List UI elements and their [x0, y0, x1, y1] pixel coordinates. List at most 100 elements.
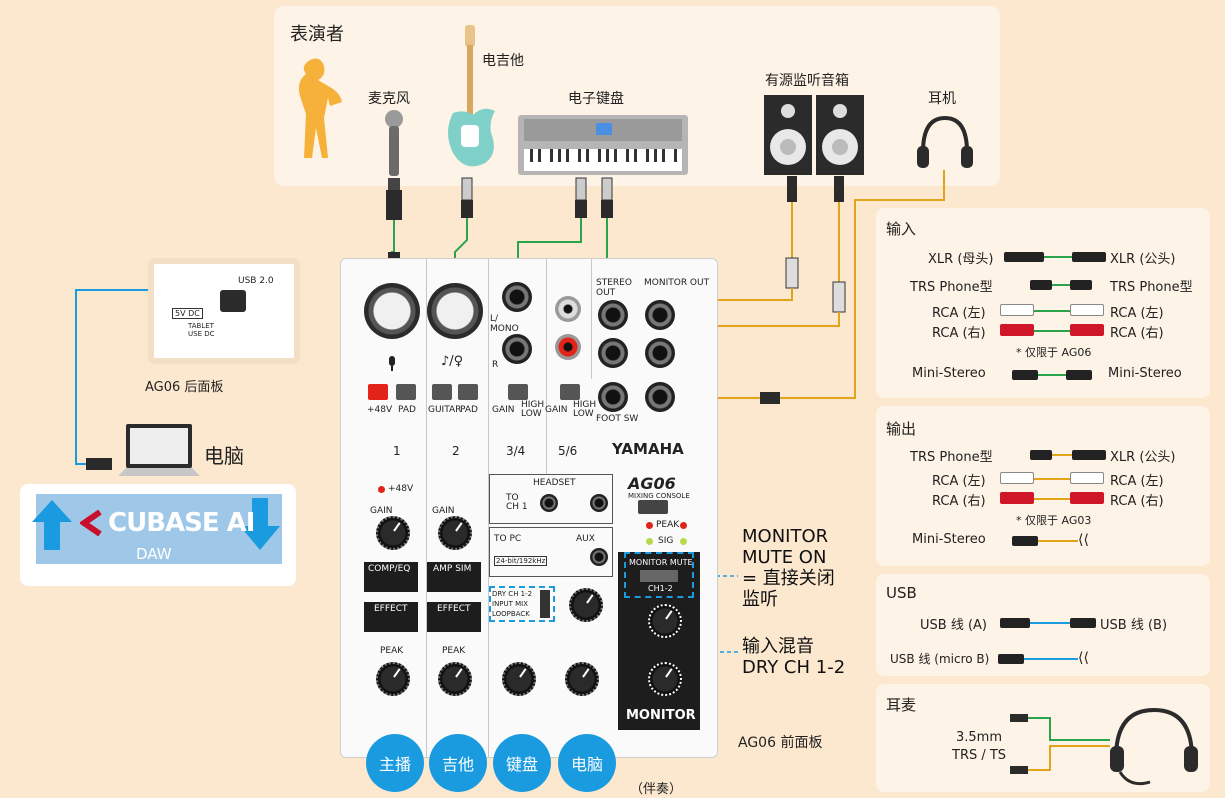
monitor-out-label: MONITOR OUT — [644, 278, 710, 288]
performers-title: 表演者 — [290, 24, 344, 45]
ch1-level-knob[interactable] — [376, 662, 410, 696]
yamaha-brand: YAMAHA — [612, 440, 684, 458]
monitor-mute-button[interactable] — [640, 570, 678, 582]
stereo-out-r-jack[interactable] — [598, 338, 628, 368]
led-48v-label: +48V — [388, 484, 414, 494]
high-label-56: HIGH — [573, 400, 597, 410]
ch-number-1: 1 — [393, 444, 401, 458]
usb-b-label: USB 线 (B) — [1100, 618, 1168, 633]
input-rca-r-cable — [1034, 330, 1070, 332]
legend-output-title: 输出 — [886, 420, 917, 438]
to-pc-box — [489, 527, 613, 577]
aux-jack[interactable] — [590, 548, 608, 566]
headset-box — [489, 474, 613, 524]
monitor-upper-knob[interactable] — [648, 604, 682, 638]
output-mini-plug — [1012, 536, 1038, 546]
xlr-male-plug — [1072, 252, 1106, 262]
guitar-button[interactable] — [432, 384, 452, 400]
led-48v — [378, 486, 385, 493]
monitor-level-knob[interactable] — [648, 662, 682, 696]
comp-eq-button[interactable] — [364, 562, 418, 592]
mini-plug-2 — [1066, 370, 1092, 380]
ch6-rca-right[interactable] — [555, 334, 581, 360]
rca-red-plug-2 — [1070, 324, 1104, 336]
input-trs-cable — [1052, 284, 1070, 286]
to-ch1-label: TO CH 1 — [506, 493, 528, 512]
model-name: AG06 — [628, 474, 676, 493]
phantom-48v-button[interactable] — [368, 384, 388, 400]
lmono-label: L/ MONO — [490, 314, 519, 334]
sig-label: SIG — [658, 536, 674, 546]
phones-jack[interactable] — [645, 382, 675, 412]
loopback-slider[interactable] — [540, 590, 550, 618]
amp-sim-button[interactable] — [427, 562, 481, 592]
peak-led-r — [680, 522, 687, 529]
input-note: * 仅限于 AG06 — [1016, 346, 1092, 359]
ch4-r-jack[interactable] — [502, 334, 532, 364]
microphone-icon — [385, 110, 403, 176]
arrow-down-icon — [240, 498, 280, 550]
output-xlr-plug — [1072, 450, 1106, 460]
ch34-gain-button[interactable] — [508, 384, 528, 400]
input-trs-right: TRS Phone型 — [1110, 280, 1193, 295]
ch56-gain-button[interactable] — [560, 384, 580, 400]
ch2-level-knob[interactable] — [438, 662, 472, 696]
trs-plug-1 — [1030, 280, 1052, 290]
comp-eq-label: COMP/EQ — [368, 564, 411, 574]
ch56-level-knob[interactable] — [565, 662, 599, 696]
rear-panel-usb-label: USB 2.0 — [238, 276, 274, 286]
mini-plug-1 — [1012, 370, 1038, 380]
rear-panel-caption: AG06 后面板 — [145, 380, 224, 395]
sig-led-r — [680, 538, 687, 545]
ch5-rca-left[interactable] — [555, 296, 581, 322]
ch-number-2: 2 — [452, 444, 460, 458]
monitor-mute-label: MONITOR MUTE — [629, 558, 693, 567]
aux-level-knob[interactable] — [569, 588, 603, 622]
cubase-logo-icon — [80, 510, 102, 536]
output-trs-left: TRS Phone型 — [910, 450, 993, 465]
mute-callout-line1: MONITOR — [742, 526, 829, 547]
ch1-pad-button[interactable] — [396, 384, 416, 400]
output-rca-r-cable — [1034, 498, 1070, 500]
input-trs-left: TRS Phone型 — [910, 280, 993, 295]
legend-usb-title: USB — [886, 584, 917, 602]
mute-callout: MONITOR MUTE ON = 直接关闭 监听 — [742, 526, 835, 610]
gain-label-1: GAIN — [370, 506, 393, 516]
ch-number-56: 5/6 — [558, 444, 578, 458]
ch2-pad-button[interactable] — [458, 384, 478, 400]
ch1-combo-jack[interactable] — [364, 283, 420, 339]
headset-phones-jack[interactable] — [590, 494, 608, 512]
output-rca-l-cable — [1034, 478, 1070, 480]
power-switch[interactable] — [638, 500, 668, 514]
effect1-button[interactable] — [364, 602, 418, 632]
rca-white-plug-1 — [1000, 304, 1034, 316]
foot-sw-jack[interactable] — [598, 382, 628, 412]
btn-pad2-label: PAD — [460, 405, 478, 415]
effect2-label: EFFECT — [437, 604, 471, 614]
ch1-gain-knob[interactable] — [376, 516, 410, 550]
rear-panel-dc-label: 5V DC — [172, 308, 203, 319]
high-label-34: HIGH — [521, 400, 545, 410]
ch12-label: CH1-2 — [648, 584, 673, 593]
gain-label-34: GAIN — [492, 405, 515, 415]
effect2-button[interactable] — [427, 602, 481, 632]
monitor-mute-box — [624, 552, 694, 598]
mute-callout-line3: = 直接关闭 — [742, 568, 835, 589]
ch2-combo-jack[interactable] — [427, 283, 483, 339]
laptop-icon — [118, 424, 200, 476]
effect1-label: EFFECT — [374, 604, 408, 614]
headset-mic-jack[interactable] — [540, 494, 558, 512]
ch34-level-knob[interactable] — [502, 662, 536, 696]
stereo-out-l-jack[interactable] — [598, 300, 628, 330]
ch3-lmono-jack[interactable] — [502, 282, 532, 312]
headphones-label: 耳机 — [928, 91, 956, 107]
ch2-gain-knob[interactable] — [438, 516, 472, 550]
monitor-out-l-jack[interactable] — [645, 300, 675, 330]
rca-red-plug-1 — [1000, 324, 1034, 336]
model-sub: MIXING CONSOLE — [628, 492, 690, 500]
ch2-guitar-mic-icon: ♪/♀ — [441, 354, 464, 369]
monitor-out-r-jack[interactable] — [645, 338, 675, 368]
mix-callout-line2: DRY CH 1-2 — [742, 657, 846, 678]
rear-panel-tablet-label: TABLET USE DC — [188, 322, 215, 338]
keyboard-label: 电子键盘 — [568, 91, 624, 107]
